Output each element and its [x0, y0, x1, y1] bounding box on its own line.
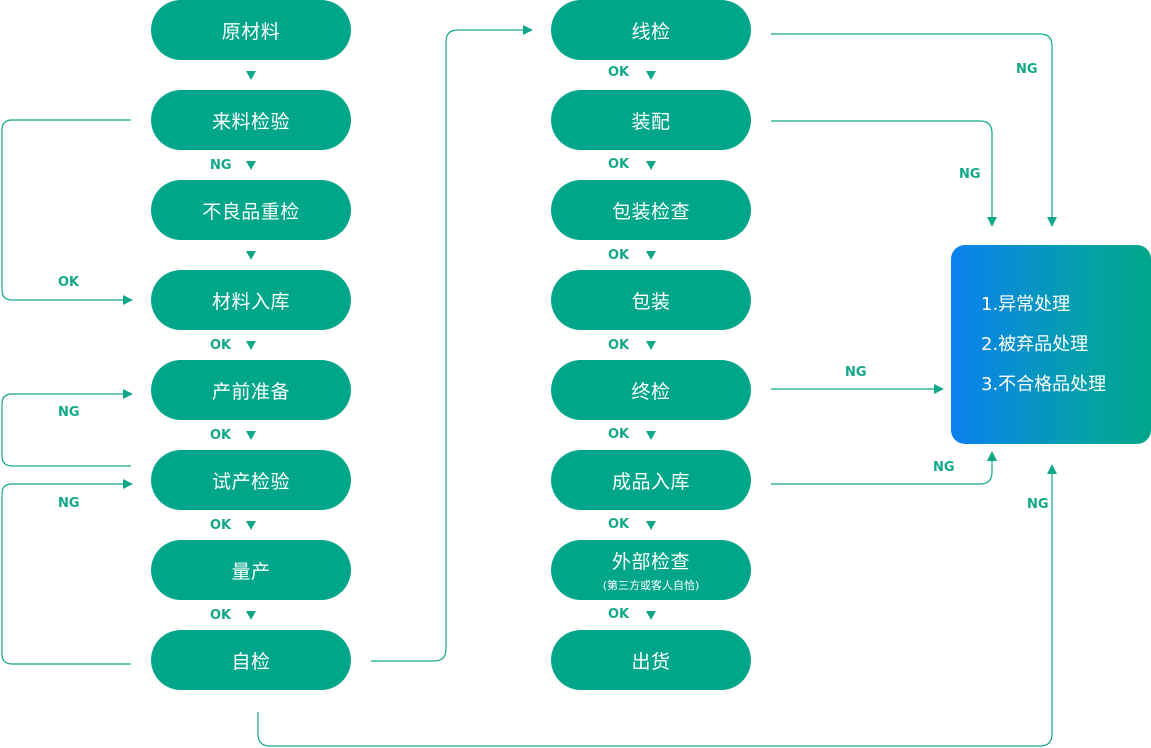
edge-label-ok: OK — [608, 517, 630, 532]
outcome-item: 3.不合格品处理 — [981, 374, 1107, 395]
node-final-inspection: 终检 — [551, 360, 751, 420]
down-arrow-icon — [246, 431, 256, 440]
down-arrow-icon — [246, 521, 256, 530]
node-raw: 原材料 — [151, 0, 351, 60]
edge-label-ok: OK — [210, 518, 232, 533]
connector-self-to-line — [371, 25, 533, 662]
down-arrow-icon — [646, 431, 656, 440]
loop-incoming-to-store — [1, 119, 133, 305]
node-packaging: 包装 — [551, 270, 751, 330]
down-arrow-icon — [646, 521, 656, 530]
edge-label-ok: OK — [210, 338, 232, 353]
node-external-note: (第三方或客人自恰) — [602, 579, 700, 592]
edge-label-ng: NG — [210, 158, 232, 173]
edge-label-ng: NG — [959, 167, 981, 182]
down-arrow-icon — [646, 251, 656, 260]
down-arrow-icon — [646, 611, 656, 620]
edge-label-ok: OK — [210, 608, 232, 623]
node-trial-label: 试产检验 — [211, 470, 290, 493]
outcome-item: 1.异常处理 — [981, 294, 1071, 315]
node-mass-production: 量产 — [151, 540, 351, 600]
node-product-warehouse: 成品入库 — [551, 450, 751, 510]
edge-label-ok: OK — [608, 427, 630, 442]
edge-label-ok: OK — [608, 607, 630, 622]
node-assembly: 装配 — [551, 90, 751, 150]
edge-label-ng: NG — [58, 405, 80, 420]
down-arrow-icon — [246, 611, 256, 620]
node-mass-label: 量产 — [231, 560, 271, 583]
edge-label-ok: OK — [608, 248, 630, 263]
node-trial-inspection: 试产检验 — [151, 450, 351, 510]
node-incoming-label: 来料检验 — [211, 110, 290, 133]
node-incoming-inspection: 来料检验 — [151, 90, 351, 150]
edge-label-ok: OK — [608, 65, 630, 80]
connector-self-bottom-ng — [257, 464, 1057, 747]
edge-label-ng: NG — [845, 365, 867, 380]
node-material-storage: 材料入库 — [151, 270, 351, 330]
outcome-box: 1.异常处理 2.被弃品处理 3.不合格品处理 — [951, 245, 1151, 444]
node-package-check: 包装检查 — [551, 180, 751, 240]
node-preproduction: 产前准备 — [151, 360, 351, 420]
node-prep-label: 产前准备 — [211, 380, 290, 403]
down-arrow-icon — [246, 251, 256, 260]
edge-label-ok: OK — [210, 428, 232, 443]
down-arrow-icon — [246, 161, 256, 170]
loop-self-to-trial — [1, 479, 133, 665]
connector-assembly-ng — [771, 120, 997, 227]
down-arrow-icon — [646, 341, 656, 350]
connector-warehouse-ng — [771, 451, 997, 485]
node-shipping: 出货 — [551, 630, 751, 690]
down-arrow-icon — [246, 71, 256, 80]
node-self-label: 自检 — [231, 650, 271, 673]
edge-label-ng: NG — [1027, 497, 1049, 512]
down-arrow-icon — [646, 71, 656, 80]
down-arrow-icon — [646, 161, 656, 170]
node-store-label: 材料入库 — [211, 290, 290, 313]
node-line-inspection: 线检 — [551, 0, 751, 60]
edge-label-ok: OK — [608, 157, 630, 172]
node-recheck-label: 不良品重检 — [202, 200, 300, 223]
down-arrow-icon — [246, 341, 256, 350]
node-assembly-label: 装配 — [631, 110, 671, 133]
edge-label-ng: NG — [933, 460, 955, 475]
node-warehouse-label: 成品入库 — [611, 470, 690, 493]
edge-label-ok: OK — [608, 338, 630, 353]
node-raw-label: 原材料 — [221, 20, 281, 43]
edge-label-ok: OK — [58, 275, 80, 290]
node-external-label: 外部检查 — [611, 551, 690, 573]
node-final-label: 终检 — [631, 380, 671, 403]
edge-label-ng: NG — [1016, 62, 1038, 77]
node-line-label: 线检 — [631, 20, 671, 43]
connector-line-ng — [771, 33, 1057, 227]
loop-trial-to-prep — [1, 389, 133, 467]
outcome-item: 2.被弃品处理 — [981, 334, 1089, 355]
node-ship-label: 出货 — [631, 650, 671, 673]
node-defect-recheck: 不良品重检 — [151, 180, 351, 240]
node-self-inspection: 自检 — [151, 630, 351, 690]
edge-label-ng: NG — [58, 496, 80, 511]
node-pack-label: 包装 — [631, 290, 671, 313]
node-packcheck-label: 包装检查 — [611, 200, 690, 223]
node-external-inspection: 外部检查 (第三方或客人自恰) — [551, 540, 751, 600]
